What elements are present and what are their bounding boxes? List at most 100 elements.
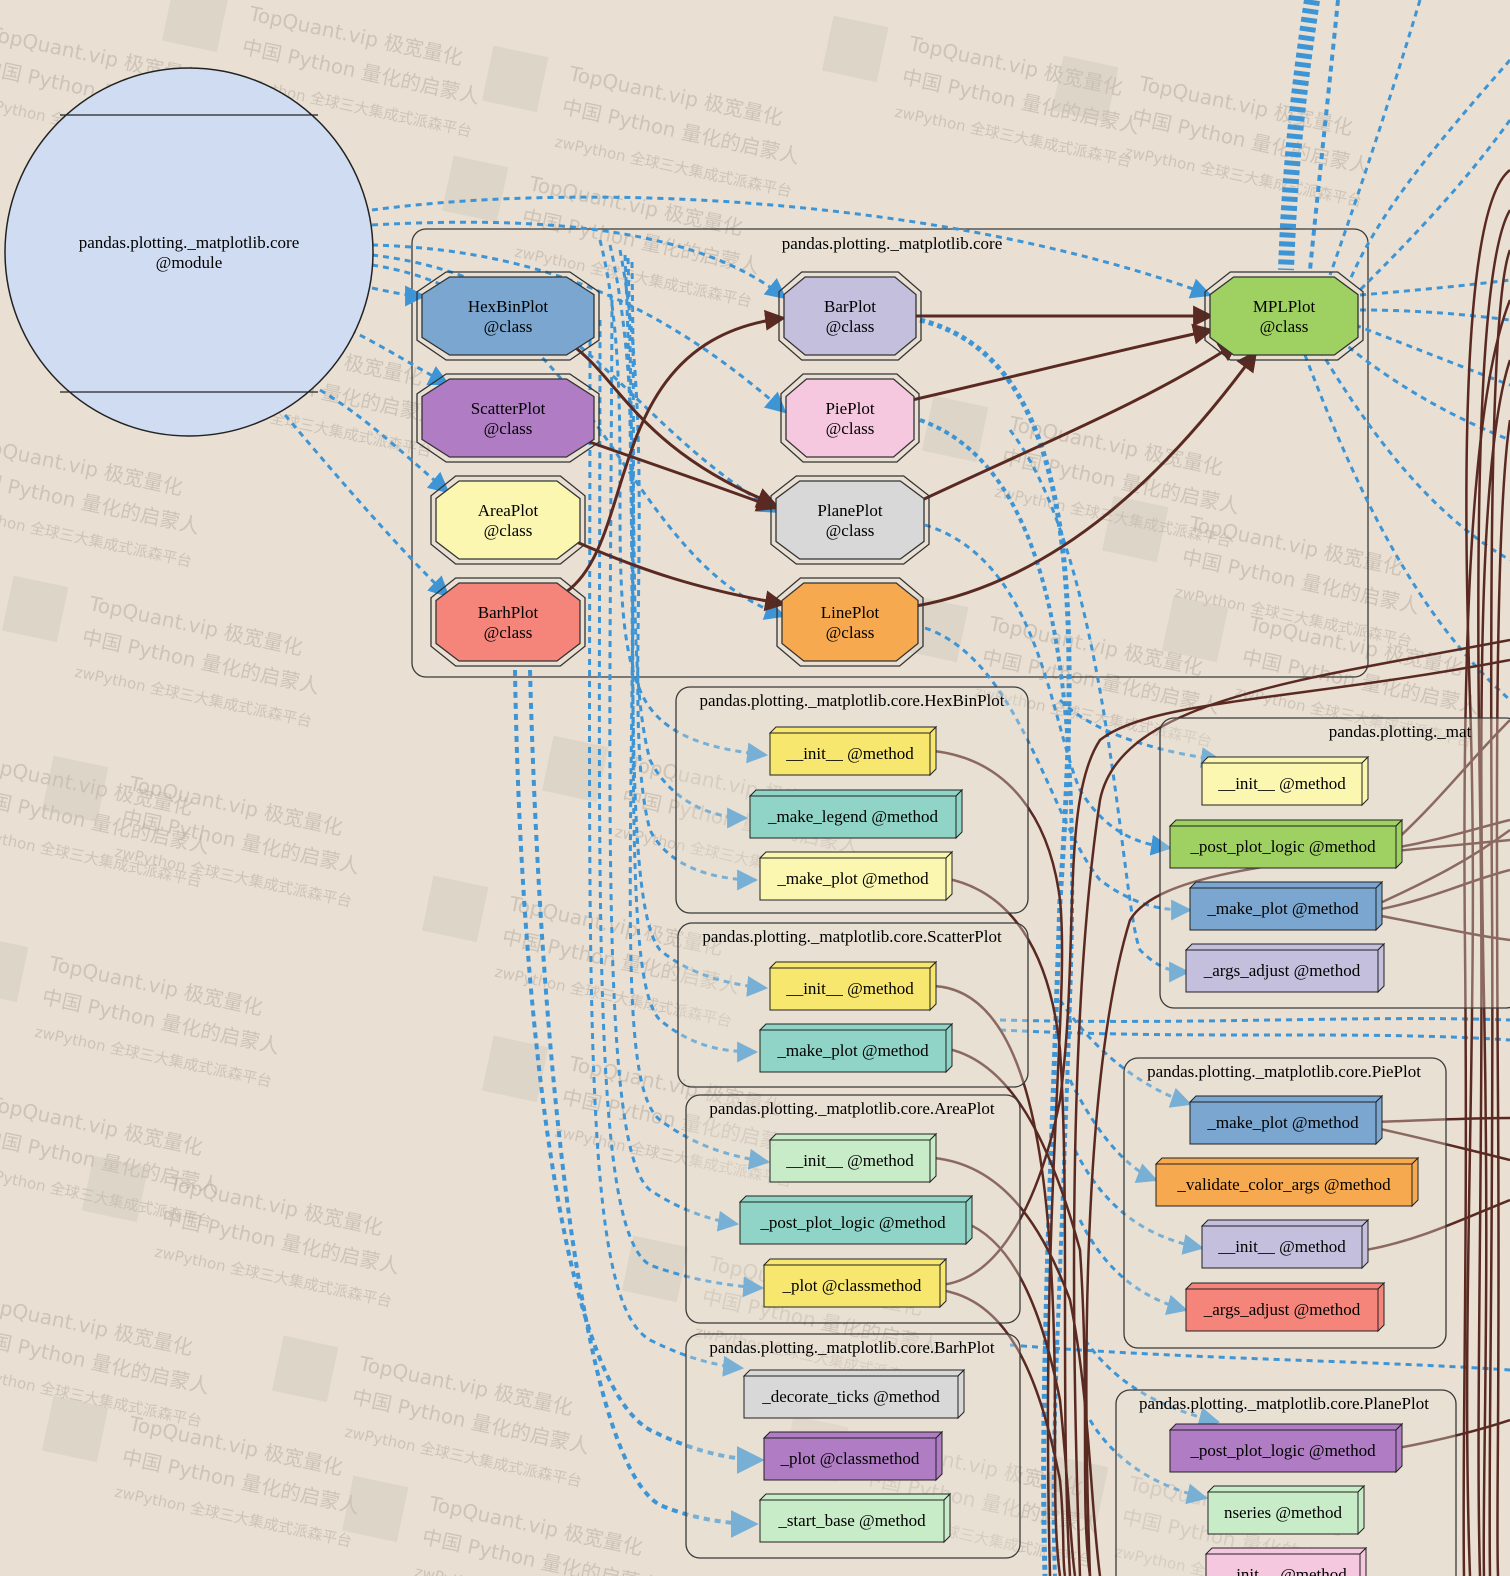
- method-label: _decorate_ticks @method: [761, 1387, 940, 1406]
- call-edge: [939, 658, 1510, 1287]
- class-name: AreaPlot: [478, 501, 539, 520]
- method-node[interactable]: _validate_color_args @method: [1154, 1156, 1420, 1208]
- class-node-mpl[interactable]: MPLPlot@class: [1204, 271, 1364, 361]
- method-node[interactable]: __init__ @method: [768, 1132, 938, 1184]
- method-box-top: [1188, 1095, 1384, 1103]
- import-edge: [626, 257, 759, 1063]
- method-node[interactable]: _plot @classmethod: [762, 1257, 948, 1309]
- import-edge: [1088, 1419, 1209, 1505]
- class-node-outer-border: [780, 373, 920, 463]
- import-edge: [598, 239, 769, 764]
- method-box-side: [1357, 1484, 1365, 1536]
- class-node-hexbin[interactable]: HexBinPlot@class: [416, 271, 600, 361]
- qr-code-icon: [1101, 495, 1169, 563]
- method-node[interactable]: _start_base @method: [758, 1492, 952, 1544]
- class-node-line[interactable]: LinePlot@class: [776, 577, 924, 667]
- method-node[interactable]: _post_plot_logic @method: [1168, 1422, 1404, 1474]
- method-node[interactable]: __init__ @method: [1204, 1546, 1368, 1576]
- class-node-shape: [435, 582, 581, 662]
- method-box-top: [738, 1195, 974, 1203]
- qr-code-icon: [81, 1155, 149, 1223]
- cluster-area-cluster: pandas.plotting._matplotlib.core.AreaPlo…: [685, 1094, 1021, 1324]
- method-node[interactable]: _make_plot @method: [758, 850, 954, 902]
- class-node-pie[interactable]: PiePlot@class: [780, 373, 920, 463]
- import-edge: [1009, 1343, 1510, 1372]
- method-label: _make_plot @method: [776, 1041, 929, 1060]
- method-box-top: [1200, 1219, 1370, 1227]
- import-edge: [1078, 1219, 1189, 1316]
- method-box-face: [1189, 887, 1377, 931]
- class-node-plane[interactable]: PlanePlot@class: [770, 475, 930, 565]
- class-kind: @class: [484, 521, 533, 540]
- method-box-side: [1359, 1546, 1367, 1576]
- import-edge: [1328, 0, 1422, 276]
- method-node[interactable]: _post_plot_logic @method: [1168, 818, 1404, 870]
- method-node[interactable]: _post_plot_logic @method: [738, 1194, 974, 1246]
- method-node[interactable]: nseries @method: [1206, 1484, 1366, 1536]
- class-node-outer-border: [778, 271, 922, 361]
- qr-code-icon: [921, 395, 989, 463]
- class-node-shape: [421, 378, 595, 458]
- method-box-side: [1395, 818, 1403, 870]
- class-node-outer-border: [430, 577, 586, 667]
- method-node[interactable]: _make_plot @method: [758, 1022, 954, 1074]
- call-edge: [1488, 249, 1510, 1576]
- method-box-side: [1377, 942, 1385, 994]
- class-kind: @class: [1260, 317, 1309, 336]
- method-node[interactable]: _make_plot @method: [1188, 880, 1384, 932]
- cluster-title: pandas.plotting._matplotlib.core.HexBinP…: [699, 691, 1004, 710]
- method-box-face: [1201, 1225, 1363, 1269]
- cluster-title: pandas.plotting._matplotlib.core.BarhPlo…: [709, 1338, 994, 1357]
- method-box-side: [957, 1368, 965, 1420]
- import-edge: [608, 299, 740, 1232]
- method-node[interactable]: _args_adjust @method: [1184, 1281, 1386, 1333]
- core-cluster-box: [411, 228, 1369, 678]
- method-box-top: [742, 1369, 966, 1377]
- module-node[interactable]: pandas.plotting._matplotlib.core @module: [4, 67, 374, 437]
- import-edge-bundle: [1278, 0, 1320, 271]
- call-edge: [1397, 1418, 1510, 1450]
- method-node[interactable]: __init__ @method: [768, 960, 938, 1012]
- method-node[interactable]: _make_legend @method: [748, 788, 964, 840]
- cluster-title: pandas.plotting._mat: [1329, 722, 1472, 741]
- method-node[interactable]: __init__ @method: [768, 725, 938, 777]
- method-node[interactable]: _args_adjust @method: [1184, 942, 1386, 994]
- qr-code-icon: [41, 1395, 109, 1463]
- import-edge: [597, 319, 765, 1298]
- method-node[interactable]: _decorate_ticks @method: [742, 1368, 966, 1420]
- method-node[interactable]: __init__ @method: [1200, 1218, 1370, 1270]
- class-node-shape: [781, 582, 919, 662]
- method-box-side: [943, 1492, 951, 1544]
- method-label: __init__ @method: [785, 1151, 914, 1170]
- call-edge: [933, 1156, 1102, 1576]
- method-label: _make_legend @method: [767, 807, 939, 826]
- class-node-shape: [785, 378, 915, 458]
- method-box-top: [1168, 819, 1404, 827]
- method-label: _plot @classmethod: [782, 1276, 922, 1295]
- method-node[interactable]: __init__ @method: [1200, 755, 1370, 807]
- class-node-bar[interactable]: BarPlot@class: [778, 271, 922, 361]
- method-box-face: [759, 857, 947, 901]
- class-node-outer-border: [776, 577, 924, 667]
- method-layer: pandas.plotting._matplotlib.core.HexBinP…: [675, 686, 1510, 1576]
- module-kind: @module: [156, 253, 223, 272]
- import-edge: [1348, 59, 1510, 281]
- class-node-barh[interactable]: BarhPlot@class: [430, 577, 586, 667]
- class-node-shape: [775, 480, 925, 560]
- class-node-scatter[interactable]: ScatterPlot@class: [416, 373, 600, 463]
- class-node-area[interactable]: AreaPlot@class: [430, 475, 586, 565]
- method-node[interactable]: _make_plot @method: [1188, 1094, 1384, 1146]
- method-node[interactable]: _plot @classmethod: [762, 1430, 944, 1482]
- method-box-face: [743, 1375, 959, 1419]
- qr-code-icon: [421, 875, 489, 943]
- class-kind: @class: [484, 419, 533, 438]
- cluster-title: pandas.plotting._matplotlib.core.PlanePl…: [1139, 1394, 1429, 1413]
- import-edge: [924, 523, 1173, 856]
- method-box-face: [759, 1029, 947, 1073]
- method-label: __init__ @method: [785, 979, 914, 998]
- qr-code-icon: [821, 15, 889, 83]
- call-edge: [1495, 419, 1510, 1576]
- method-box-side: [1395, 1422, 1403, 1474]
